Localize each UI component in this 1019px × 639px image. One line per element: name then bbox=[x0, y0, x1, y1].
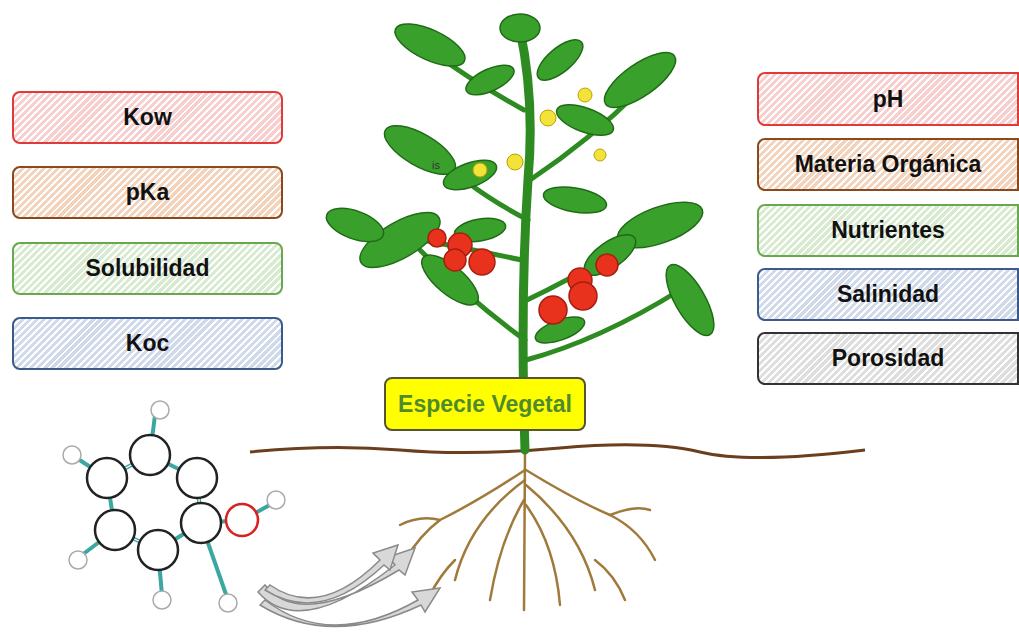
property-box: pKa bbox=[12, 166, 283, 219]
box-label: Koc bbox=[116, 330, 179, 357]
soil-factor-box: Nutrientes bbox=[757, 204, 1019, 257]
species-box: Especie Vegetal bbox=[384, 377, 586, 431]
box-label: Nutrientes bbox=[821, 217, 955, 244]
property-box: Kow bbox=[12, 91, 283, 144]
box-label: Materia Orgánica bbox=[785, 151, 992, 178]
box-label: Porosidad bbox=[822, 345, 954, 372]
box-label: pH bbox=[863, 86, 914, 113]
soil-factor-box: Materia Orgánica bbox=[757, 138, 1019, 191]
box-label: Salinidad bbox=[827, 281, 949, 308]
box-label: pKa bbox=[116, 179, 179, 206]
stray-label: is bbox=[432, 159, 440, 171]
soil-factor-box: pH bbox=[757, 72, 1019, 126]
property-box: Koc bbox=[12, 317, 283, 370]
soil-factor-box: Porosidad bbox=[757, 332, 1019, 385]
property-box: Solubilidad bbox=[12, 242, 283, 295]
soil-factor-box: Salinidad bbox=[757, 268, 1019, 321]
box-label: Solubilidad bbox=[76, 255, 220, 282]
box-label: Kow bbox=[113, 104, 182, 131]
box-label: Especie Vegetal bbox=[388, 391, 582, 418]
